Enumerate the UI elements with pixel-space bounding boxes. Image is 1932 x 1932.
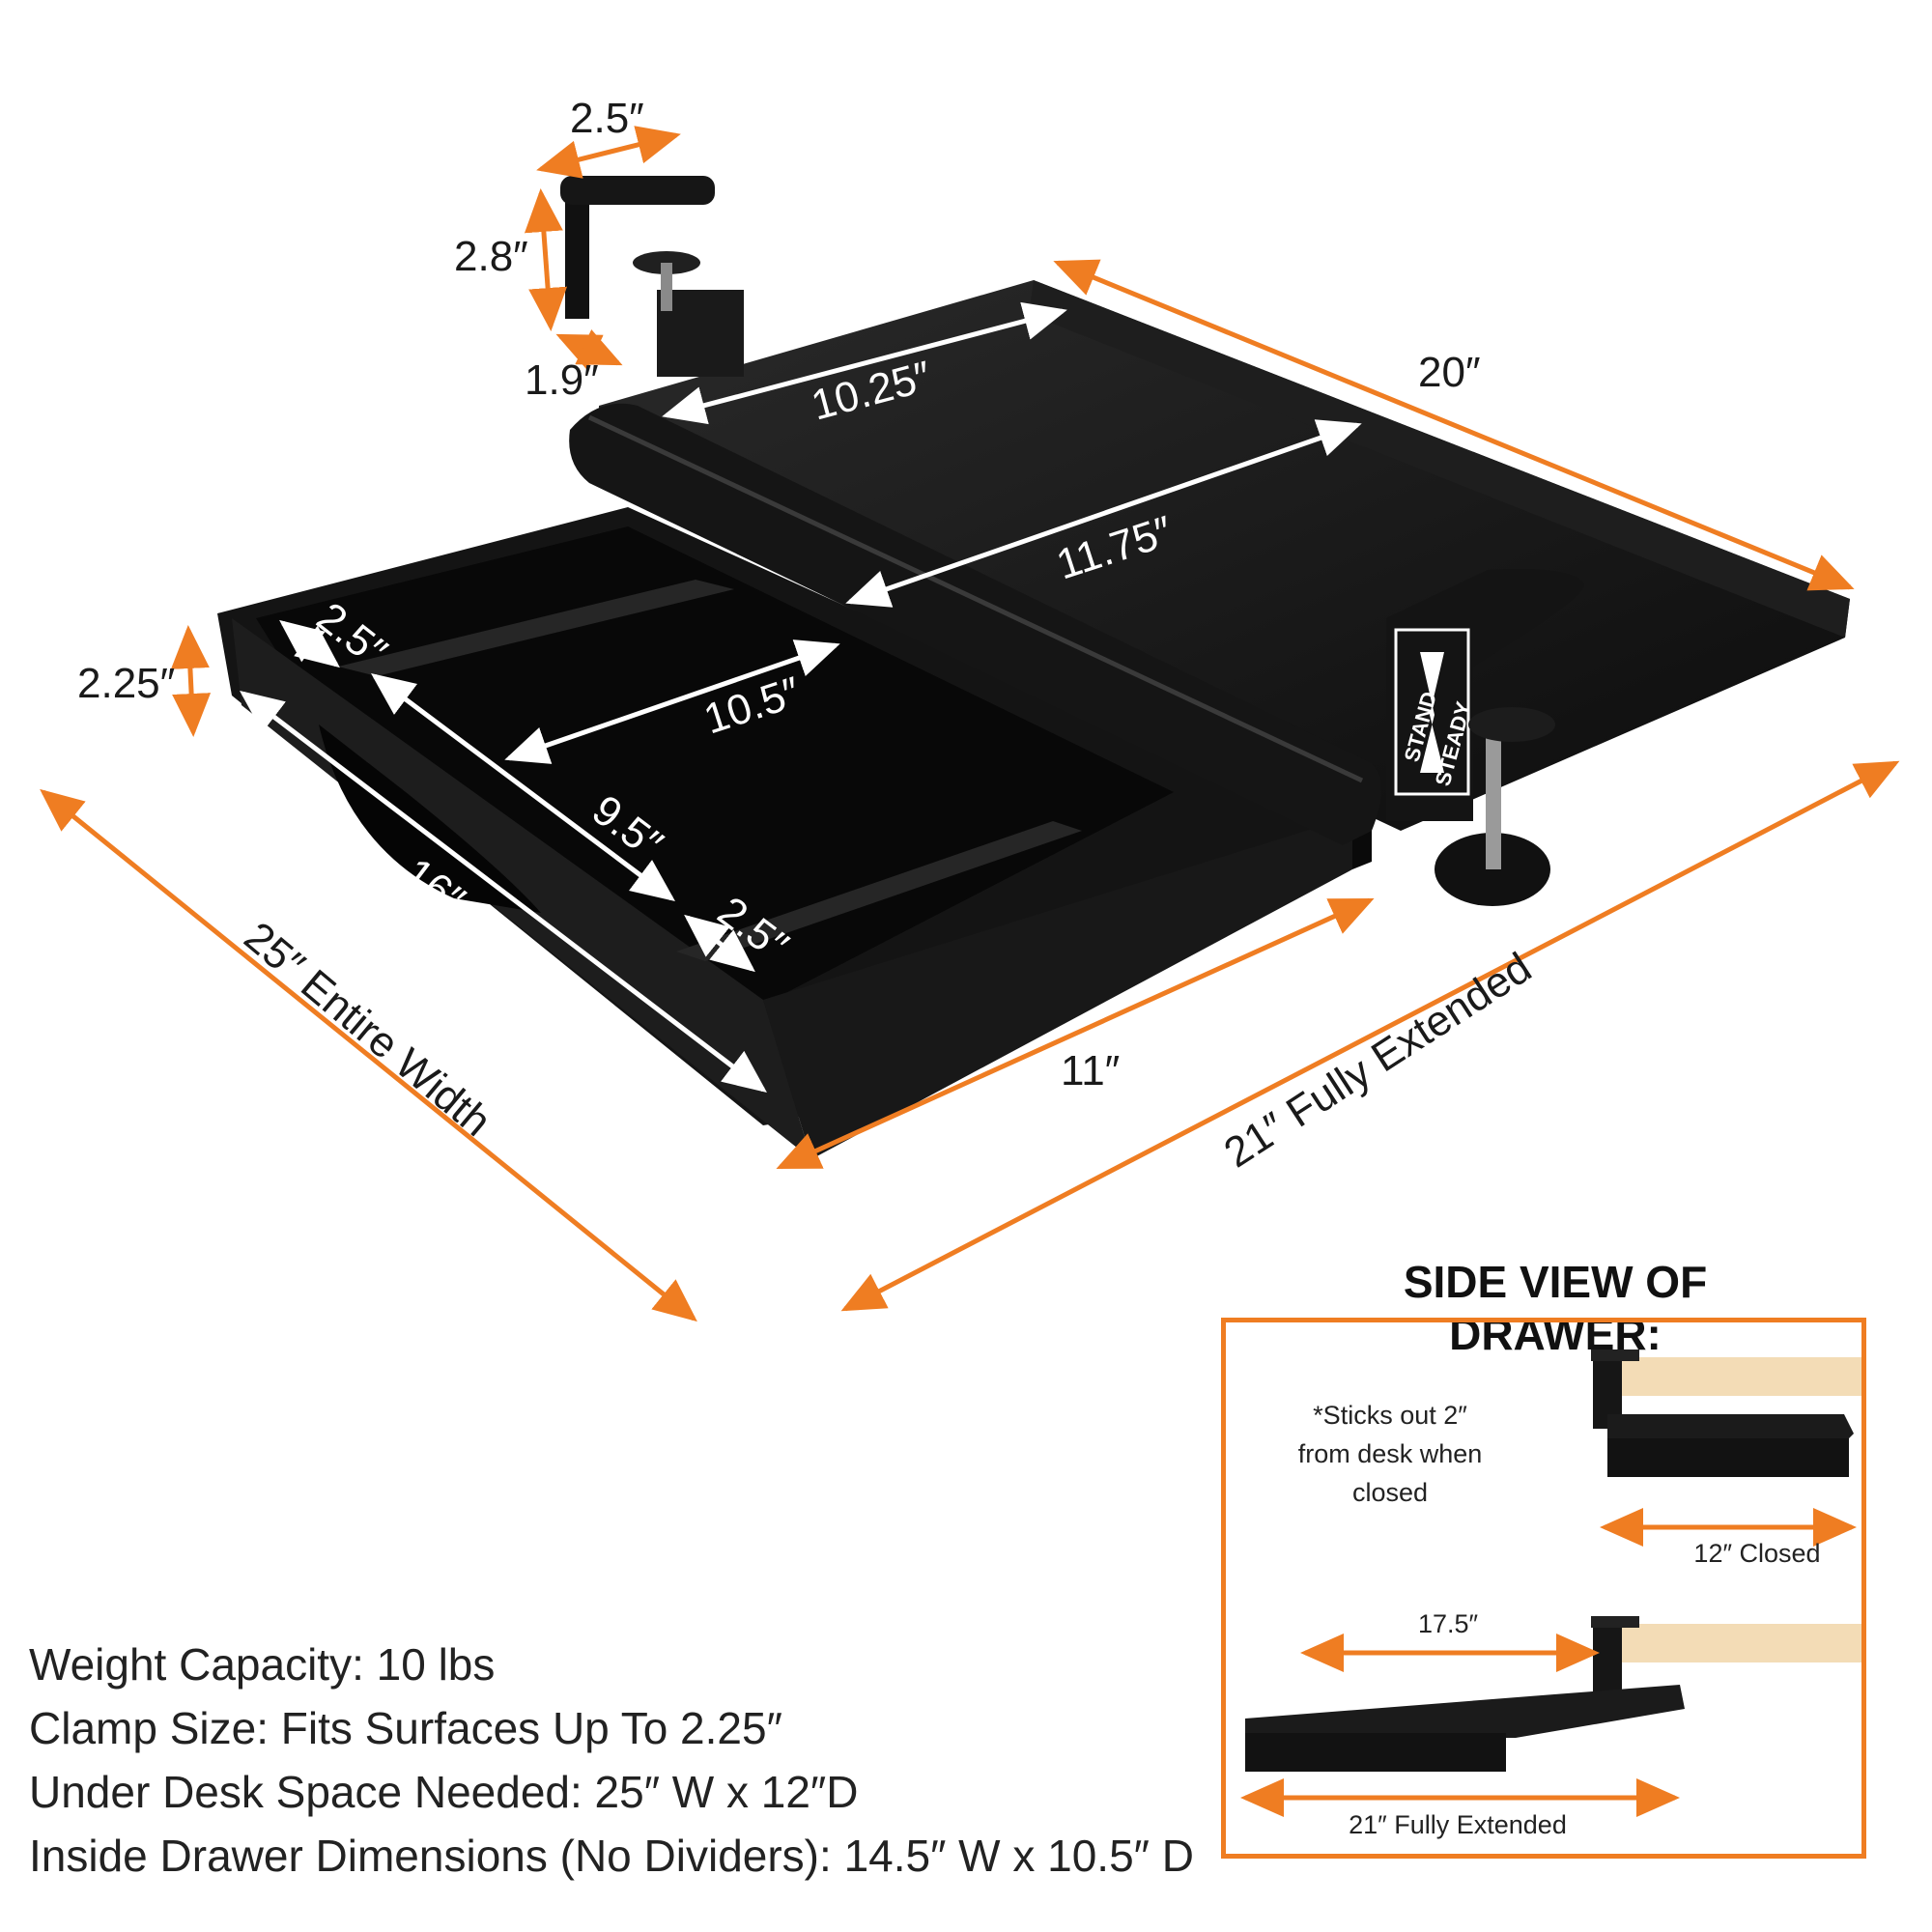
clamp-depth-label: 1.9″ xyxy=(525,356,599,404)
divider-right-arrow xyxy=(684,914,755,973)
clamp-top-width-arrow xyxy=(536,126,681,179)
spec-weight-capacity: Weight Capacity: 10 lbs xyxy=(29,1639,496,1690)
side-view-box: *Sticks out 2″ from desk when closed 12″… xyxy=(1221,1318,1866,1859)
spec-under-desk-space: Under Desk Space Needed: 25″ W x 12″D xyxy=(29,1767,859,1817)
tray-length-label: 20″ xyxy=(1418,349,1481,396)
spec-inside-drawer: Inside Drawer Dimensions (No Dividers): … xyxy=(29,1831,1194,1881)
side-view-illustration xyxy=(1240,1350,1861,1817)
closed-label: 12″ Closed xyxy=(1693,1539,1821,1568)
side-view-title: SIDE VIEW OF DRAWER: xyxy=(1403,1257,1708,1359)
drawer-height-arrow xyxy=(170,625,212,737)
clamp-depth-arrow xyxy=(555,328,623,371)
spec-list: Weight Capacity: 10 lbs Clamp Size: Fits… xyxy=(29,1633,1194,1888)
tray-depth-front-arrow xyxy=(845,419,1362,608)
desk-edge-closed xyxy=(1603,1357,1861,1396)
fully-extended-label: 21″ Fully Extended xyxy=(1216,944,1540,1177)
fully-extended-arrow xyxy=(840,760,1900,1312)
drawer-height-label: 2.25″ xyxy=(77,660,175,707)
tray-length-arrow xyxy=(1053,259,1855,591)
side-view-note-line2: from desk when xyxy=(1297,1439,1483,1468)
divider-left-arrow xyxy=(279,619,340,668)
extended-inner-label: 17.5″ xyxy=(1417,1609,1479,1638)
inner-length-arrow xyxy=(240,690,767,1094)
side-view-note: *Sticks out 2″ from desk when closed xyxy=(1264,1396,1516,1512)
drawer-depth-label: 11″ xyxy=(1061,1047,1120,1094)
entire-width-label: 25″ Entire Width xyxy=(236,913,500,1146)
side-view-note-line1: *Sticks out 2″ xyxy=(1313,1401,1467,1430)
tray-depth-back-arrow xyxy=(662,301,1067,425)
clamp-height-label: 2.8″ xyxy=(454,233,528,280)
extended-label: 21″ Fully Extended xyxy=(1349,1810,1567,1839)
clamp-top-width-label: 2.5″ xyxy=(570,95,644,142)
spec-clamp-size: Clamp Size: Fits Surfaces Up To 2.25″ xyxy=(29,1703,782,1753)
desk-edge-extended xyxy=(1603,1624,1861,1662)
side-view-note-line3: closed xyxy=(1351,1478,1429,1507)
clamp-height-arrow xyxy=(524,188,568,331)
